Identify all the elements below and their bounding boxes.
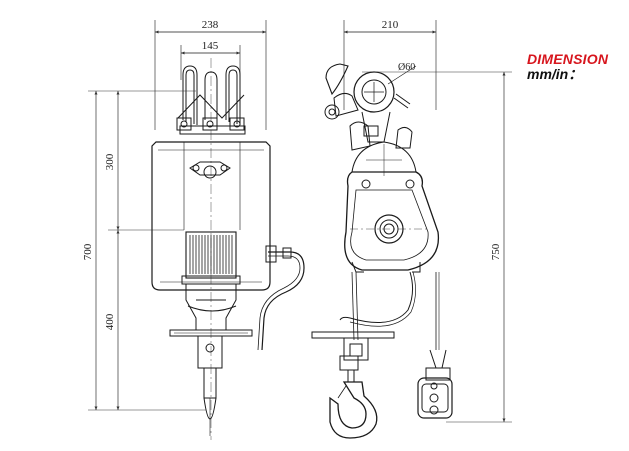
legend-title: DIMENSION — [527, 51, 609, 67]
dim-400-label: 400 — [104, 313, 116, 330]
side-view — [311, 20, 453, 439]
dim-238-label: 238 — [202, 19, 219, 31]
dim-145-label: 145 — [202, 40, 219, 52]
front-height-dimensions — [88, 90, 206, 411]
dim-diameter-label: Ø60 — [398, 62, 415, 73]
dim-300-label: 300 — [104, 153, 116, 170]
dim-210-label: 210 — [382, 19, 399, 31]
dimension-legend: DIMENSION mm/in： — [527, 52, 608, 82]
side-height-dimension — [362, 71, 512, 423]
dim-750-label: 750 — [490, 243, 502, 260]
dim-700-label: 700 — [82, 243, 94, 260]
front-view — [151, 20, 305, 440]
legend-units: mm/in： — [527, 66, 583, 82]
